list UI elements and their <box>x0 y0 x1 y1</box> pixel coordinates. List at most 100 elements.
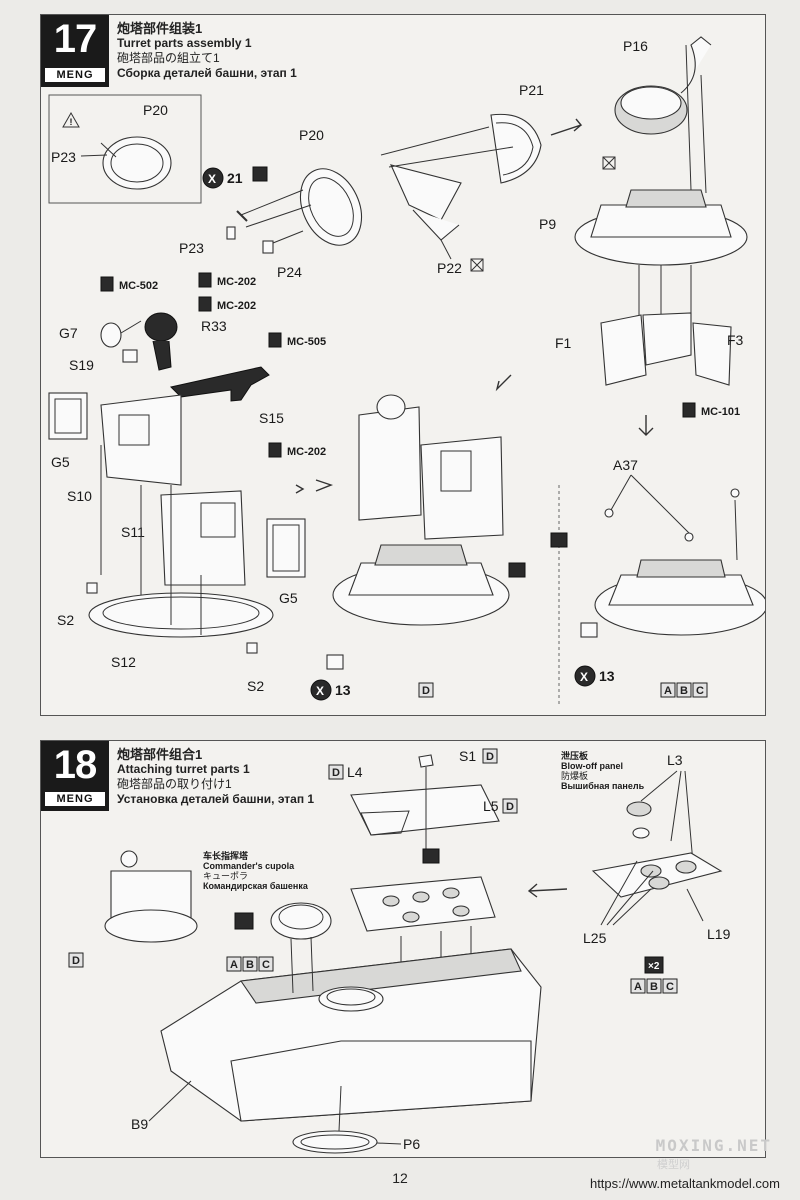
cupola-en: Commander's cupola <box>203 861 295 871</box>
opt-b-1: B <box>246 959 254 971</box>
title-ru: Сборка деталей башни, этап 1 <box>117 66 297 80</box>
l5-tag: D <box>506 801 514 813</box>
periscope-and-rifle-group: MC-502 MC-202 G7 R33 S19 MC-505 S15 <box>59 276 326 426</box>
paint-icon-mc502 <box>100 276 114 292</box>
svg-text:!: ! <box>70 117 73 127</box>
label-p6: P6 <box>403 1136 420 1152</box>
step-17-diagram: ! P20 P23 X 21 P20 P23 P24 MC-202 <box>48 36 765 705</box>
paint-mc202-a: MC-202 <box>217 276 256 288</box>
step-title-block: 炮塔部件组装1 Turret parts assembly 1 砲塔部品の組立て… <box>117 21 297 81</box>
title-ja: 砲塔部品の組立て1 <box>117 51 220 65</box>
swap-icon <box>550 532 568 548</box>
label-p24: P24 <box>277 264 302 280</box>
subassembly-d-tag-18: D <box>72 955 80 967</box>
svg-text:X: X <box>316 684 324 698</box>
title-zh: 炮塔部件组合1 <box>117 747 203 762</box>
top-plates-group: D L4 S1 D L5 D <box>328 748 518 864</box>
title-en: Attaching turret parts 1 <box>117 762 250 776</box>
paint-icon <box>198 272 212 288</box>
watermark: MOXING.NET <box>655 1136 772 1155</box>
blowoff-group: 泄压板 Blow-off panel 防爆板 Вышибная панель L… <box>527 750 731 994</box>
brand-logo: MENG <box>45 792 105 806</box>
step-number-badge: 17 MENG <box>41 15 109 87</box>
label-p9: P9 <box>539 216 556 232</box>
options-abc-1: A B C <box>226 956 274 972</box>
svg-text:X: X <box>208 172 216 186</box>
opt-b-2: B <box>650 981 658 993</box>
page-number: 12 <box>392 1170 408 1186</box>
label-l25: L25 <box>583 930 607 946</box>
label-p23: P23 <box>179 240 204 256</box>
hatch-plates-group <box>350 876 496 981</box>
swap-icon-18 <box>234 912 254 930</box>
label-a37: A37 <box>613 457 638 473</box>
step-18-panel: 18 MENG 炮塔部件组合1 Attaching turret parts 1… <box>40 740 766 1158</box>
paint-mc202-c: MC-202 <box>287 446 326 458</box>
label-l3: L3 <box>667 752 683 768</box>
blowoff-ja: 防爆板 <box>561 770 588 781</box>
subassembly-d-tag: D <box>422 685 430 697</box>
paint-mc502: MC-502 <box>119 280 158 292</box>
step-number: 17 <box>53 17 98 61</box>
step-18-diagram: 车长指挥塔 Commander's cupola キューポラ Командирс… <box>68 748 731 1154</box>
cupola-ja: キューポラ <box>203 871 248 881</box>
option-b-box <box>676 682 692 698</box>
label-b9: B9 <box>131 1116 148 1132</box>
warning-icon <box>62 111 80 128</box>
paint-mc202-b: MC-202 <box>217 300 256 312</box>
svg-text:X: X <box>580 670 588 684</box>
label-s2-right: S2 <box>247 678 264 694</box>
glue-icon <box>508 562 526 578</box>
cupola-ru: Командирская башенка <box>203 881 309 891</box>
no-glue-icon-2 <box>602 156 616 170</box>
hatch-group: P21 P22 <box>380 82 583 276</box>
label-p20: P20 <box>299 127 324 143</box>
option-b: B <box>680 685 688 697</box>
s1-tag: D <box>486 751 494 763</box>
label-l19: L19 <box>707 926 731 942</box>
label-s10: S10 <box>67 488 92 504</box>
label-g5-left: G5 <box>51 454 70 470</box>
turret-ring-p9-group: P16 P9 F1 F3 MC-101 <box>539 36 748 436</box>
option-c-box <box>692 682 708 698</box>
opt-a-1: A <box>230 959 238 971</box>
ring-with-a37: A37 X 13 A B C <box>574 457 765 698</box>
subassembly-d: X 13 D <box>310 374 526 701</box>
label-x13-right: 13 <box>599 668 615 684</box>
boot-icon <box>252 166 268 182</box>
opt-a-2: A <box>634 981 642 993</box>
watermark-sub: 模型网 <box>657 1159 690 1171</box>
label-s2-left: S2 <box>57 612 74 628</box>
paint-icon-mc202-b <box>198 296 212 312</box>
label-s1: S1 <box>459 748 476 764</box>
label-s12: S12 <box>111 654 136 670</box>
l4-tag: D <box>332 767 340 779</box>
label-p23-inset: P23 <box>51 149 76 165</box>
option-a-box <box>660 682 676 698</box>
label-g5-right: G5 <box>279 590 298 606</box>
paint-mc505: MC-505 <box>287 336 326 348</box>
no-glue-icon <box>470 258 484 272</box>
label-p22: P22 <box>437 260 462 276</box>
opt-c-1: C <box>262 959 270 971</box>
paint-icon-mc505 <box>268 332 282 348</box>
do-not-glue-icon-2 <box>574 665 596 687</box>
warning-inset: ! P20 P23 <box>48 94 202 204</box>
label-s15: S15 <box>259 410 284 426</box>
title-zh: 炮塔部件组装1 <box>117 21 203 36</box>
label-s11: S11 <box>121 524 145 540</box>
do-not-glue-icon <box>202 167 224 189</box>
do-not-glue-icon-3 <box>310 679 332 701</box>
label-x21: 21 <box>227 170 243 186</box>
title-en: Turret parts assembly 1 <box>117 36 252 50</box>
step-17-panel: 17 MENG 炮塔部件组装1 Turret parts assembly 1 … <box>40 14 766 716</box>
quantity-badge <box>644 956 664 974</box>
label-g7: G7 <box>59 325 78 341</box>
option-a: A <box>664 685 672 697</box>
step-number-badge-18: 18 MENG <box>41 741 109 811</box>
label-s19: S19 <box>69 357 94 373</box>
turret-hull-b9: B9 P6 <box>131 902 542 1154</box>
label-p16: P16 <box>623 38 648 54</box>
title-ru: Установка деталей башни, этап 1 <box>117 792 315 806</box>
brand-logo: MENG <box>45 68 105 82</box>
